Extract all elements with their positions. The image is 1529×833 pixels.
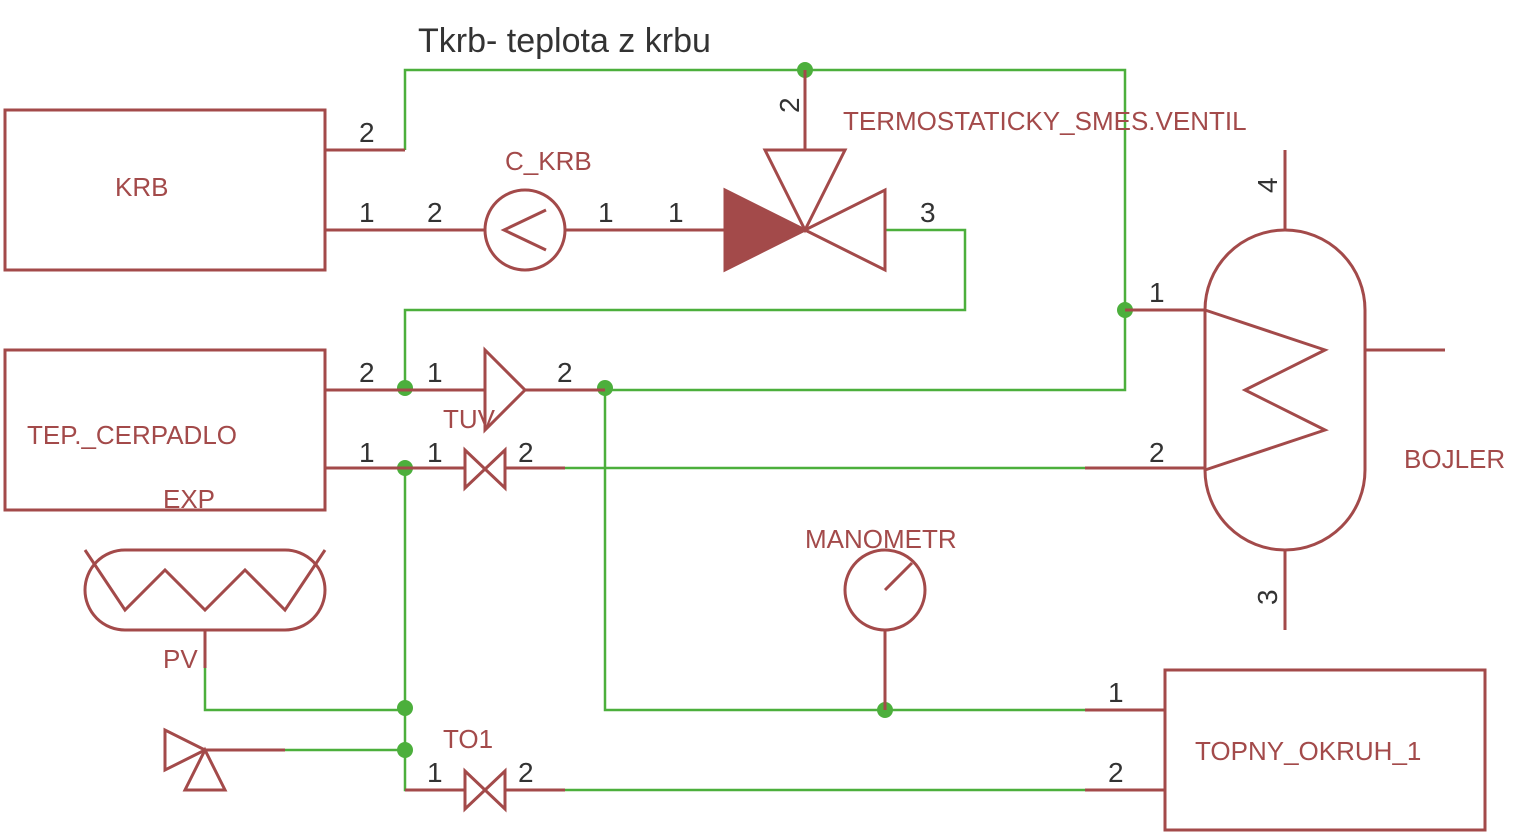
manometr-gauge[interactable]: MANOMETR — [805, 524, 957, 710]
wire-hp1-bus — [403, 468, 445, 792]
bojler-tank[interactable]: BOJLER 1 2 4 3 — [1085, 150, 1505, 630]
pin-label: 2 — [1149, 437, 1165, 468]
exp-vessel[interactable]: EXP PV — [83, 484, 327, 674]
pin-label: 1 — [427, 357, 443, 388]
tuv-valve[interactable]: TUV 1 2 — [427, 404, 565, 492]
pin-label: 2 — [359, 117, 375, 148]
junction-dot — [597, 380, 613, 396]
wire-supply-to-okruh1 — [603, 390, 1085, 712]
check-valve[interactable]: 1 2 — [427, 346, 605, 434]
topny-okruh-label: TOPNY_OKRUH_1 — [1195, 736, 1421, 766]
pin-label: 2 — [557, 357, 573, 388]
krb-label: KRB — [115, 172, 168, 202]
junction-dot — [397, 700, 413, 716]
pv-label: PV — [163, 644, 198, 674]
fill-valve[interactable] — [163, 727, 285, 792]
pin-label-rotated: 2 — [774, 97, 805, 113]
to1-valve[interactable]: TO1 1 2 — [405, 724, 565, 813]
pin-label: 1 — [427, 437, 443, 468]
wire-valve3-to-hp2 — [403, 228, 967, 390]
pin-label: 1 — [598, 197, 614, 228]
tuv-label: TUV — [443, 404, 496, 434]
pin-label: 1 — [668, 197, 684, 228]
exp-label: EXP — [163, 484, 215, 514]
pin-label: 2 — [518, 437, 534, 468]
pin-label: 1 — [359, 197, 375, 228]
wire-krb2-to-bojler1 — [403, 68, 1127, 310]
c-krb-pump[interactable]: C_KRB 2 1 1 — [427, 146, 725, 272]
manometr-label: MANOMETR — [805, 524, 957, 554]
wire-pump2-to-bojler — [565, 310, 1127, 392]
tep-cerpadlo-block[interactable]: TEP._CERPADLO 2 1 — [3, 348, 485, 512]
pin-label: 2 — [1108, 757, 1124, 788]
pin-label-rotated: 4 — [1252, 177, 1283, 193]
pin-label: 1 — [427, 757, 443, 788]
pin-label: 2 — [518, 757, 534, 788]
junction-dot — [397, 742, 413, 758]
wire-pv-to-bus — [203, 668, 405, 712]
pin-label: 1 — [1149, 277, 1165, 308]
note-text: Tkrb- teplota z krbu — [418, 22, 711, 60]
to1-label: TO1 — [443, 724, 493, 754]
pin-label: 3 — [920, 197, 936, 228]
wires — [203, 68, 1127, 792]
three-way-valve[interactable]: TERMOSTATICKY_SMES.VENTIL 3 2 — [723, 70, 1247, 273]
pin-label-rotated: 3 — [1252, 589, 1283, 605]
pin-label: 2 — [427, 197, 443, 228]
tep-cerpadlo-label: TEP._CERPADLO — [27, 420, 237, 450]
topny-okruh-block[interactable]: TOPNY_OKRUH_1 1 2 — [1085, 668, 1487, 832]
bojler-label: BOJLER — [1404, 444, 1505, 474]
pin-label: 1 — [1108, 677, 1124, 708]
c-krb-label: C_KRB — [505, 146, 592, 176]
junction-dot — [397, 380, 413, 396]
pin-label: 2 — [359, 357, 375, 388]
pin-label: 1 — [359, 437, 375, 468]
valve-label: TERMOSTATICKY_SMES.VENTIL — [843, 106, 1247, 136]
krb-block[interactable]: KRB 2 1 — [3, 108, 485, 272]
